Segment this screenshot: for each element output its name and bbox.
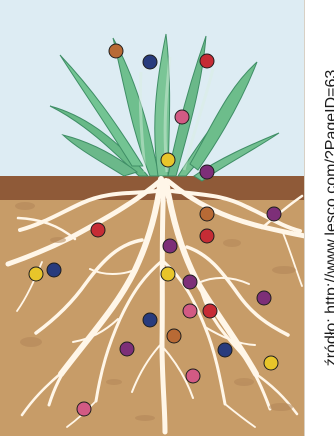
root-system-icon bbox=[8, 179, 305, 432]
plant-root-illustration bbox=[0, 0, 305, 436]
plant-scene-svg bbox=[0, 0, 305, 436]
source-caption: źródło: http://www.lesco.com/?PageID=63 bbox=[320, 0, 334, 436]
